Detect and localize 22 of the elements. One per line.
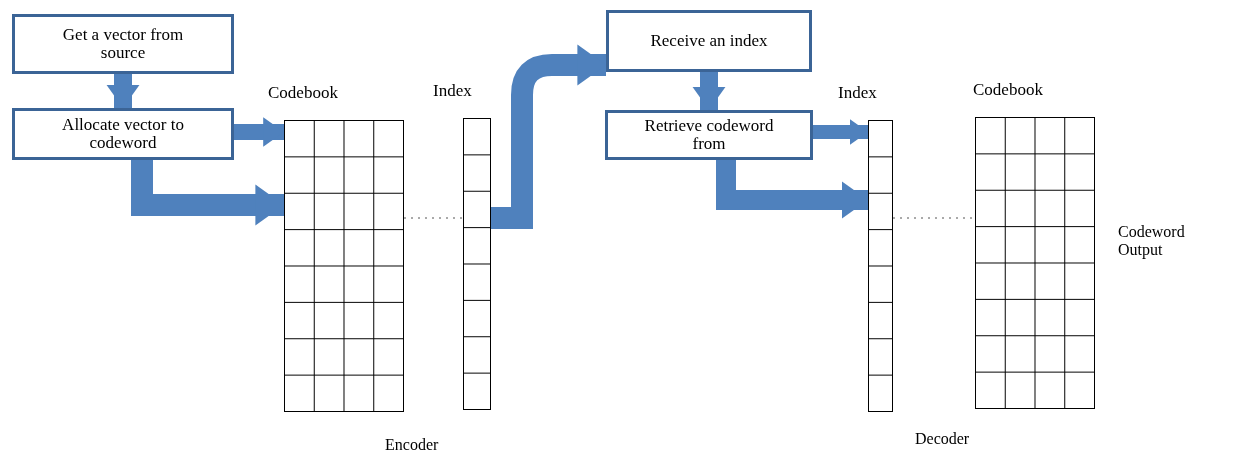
box-text: Receive an index bbox=[650, 32, 768, 50]
grid-heading: Codebook bbox=[268, 82, 338, 104]
section-label: Codeword Output bbox=[1118, 223, 1186, 259]
process-box bbox=[605, 110, 813, 160]
section-label: Encoder bbox=[385, 436, 439, 454]
process-box bbox=[606, 10, 812, 72]
process-box bbox=[12, 14, 234, 74]
block-arrow bbox=[234, 117, 284, 147]
box-text: Allocate vector to codeword bbox=[61, 116, 185, 152]
dotted-connector bbox=[403, 217, 464, 219]
block-arrow bbox=[106, 74, 140, 108]
grid-heading: Index bbox=[433, 80, 472, 102]
process-box bbox=[12, 108, 234, 160]
section-label: Decoder bbox=[915, 430, 970, 448]
grid-heading: Codebook bbox=[973, 79, 1043, 101]
block-arrow bbox=[692, 72, 726, 110]
box-text: Get a vector from source bbox=[61, 26, 185, 62]
grid-heading: Index bbox=[838, 82, 877, 104]
block-arrow bbox=[131, 160, 284, 226]
box-text: Retrieve codeword from bbox=[643, 117, 775, 153]
block-arrow bbox=[716, 160, 868, 219]
block-arrow bbox=[813, 119, 868, 145]
